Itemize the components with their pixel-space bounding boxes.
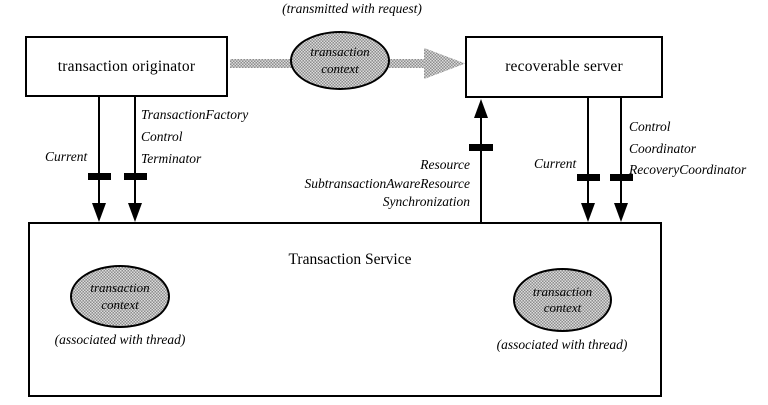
resource-label: Resource bbox=[420, 157, 470, 172]
arrowhead-down-terminator-left-icon bbox=[128, 203, 142, 222]
left-interface-list: TransactionFactory Control Terminator bbox=[141, 104, 248, 170]
associated-with-thread-left-label: (associated with thread) bbox=[54, 332, 186, 347]
tick-current-right-icon bbox=[577, 174, 600, 181]
recoverable-server-box: recoverable server bbox=[465, 36, 663, 98]
transaction-context-top-line1: transaction bbox=[310, 44, 370, 60]
transaction-context-right-line1: transaction bbox=[532, 283, 593, 299]
transaction-context-ellipse-top: transaction context bbox=[290, 31, 390, 90]
right-interface-list: Control Coordinator RecoveryCoordinator bbox=[629, 116, 746, 181]
line-resource-up bbox=[480, 116, 482, 222]
arrowhead-down-current-right-icon bbox=[581, 203, 595, 222]
transaction-service-label: Transaction Service bbox=[288, 251, 412, 268]
arrowhead-down-coordinator-right-icon bbox=[614, 203, 628, 222]
arrowhead-down-current-left-icon bbox=[92, 203, 106, 222]
transaction-originator-box: transaction originator bbox=[25, 36, 228, 97]
current-left-label: Current bbox=[45, 149, 88, 164]
transaction-originator-label: transaction originator bbox=[57, 57, 196, 75]
recoverable-server-label: recoverable server bbox=[505, 58, 623, 75]
tick-current-left-icon bbox=[88, 173, 111, 180]
tick-resource-icon bbox=[469, 144, 493, 151]
line-current-right bbox=[587, 98, 589, 204]
request-arrow-head-icon bbox=[424, 48, 465, 79]
arrowhead-up-resource-icon bbox=[474, 99, 488, 118]
transaction-context-ellipse-left: transaction context bbox=[70, 265, 170, 328]
line-coordinator-right bbox=[620, 98, 622, 204]
coordinator-label: Coordinator bbox=[629, 140, 697, 156]
tick-coordinator-right-icon bbox=[610, 174, 633, 181]
control-left-label: Control bbox=[141, 129, 183, 144]
tick-terminator-left-icon bbox=[124, 173, 147, 180]
transmitted-with-request-label: (transmitted with request) bbox=[282, 1, 422, 16]
transaction-context-right-line2: context bbox=[543, 300, 582, 315]
transaction-context-left-line1: transaction bbox=[90, 280, 150, 296]
synchronization-label: Synchronization bbox=[382, 194, 470, 209]
line-current-left bbox=[98, 97, 100, 204]
transaction-context-ellipse-right: transaction context bbox=[513, 268, 612, 332]
subtransaction-aware-resource-label: SubtransactionAwareResource bbox=[304, 175, 470, 191]
line-terminator-left bbox=[134, 97, 136, 204]
transaction-context-top-line2: context bbox=[321, 60, 359, 76]
control-right-label: Control bbox=[629, 119, 671, 134]
transaction-factory-label: TransactionFactory bbox=[141, 107, 249, 122]
recovery-coordinator-label: RecoveryCoordinator bbox=[629, 162, 747, 177]
middle-interface-list: Resource SubtransactionAwareResource Syn… bbox=[305, 156, 470, 212]
associated-with-thread-right-label: (associated with thread) bbox=[496, 337, 628, 352]
current-right-label: Current bbox=[534, 156, 577, 171]
transaction-context-left-line2: context bbox=[101, 296, 139, 312]
terminator-label: Terminator bbox=[141, 151, 202, 166]
